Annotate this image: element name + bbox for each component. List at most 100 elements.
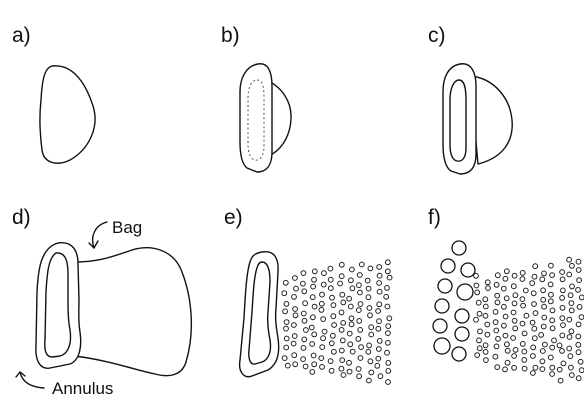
droplet <box>377 289 382 294</box>
droplet <box>568 354 573 359</box>
droplet <box>501 286 506 291</box>
panel-d: d) Bag Annulus <box>12 206 191 398</box>
droplet <box>292 323 297 328</box>
droplet <box>311 315 316 320</box>
droplet-cloud <box>474 257 584 383</box>
droplet <box>504 269 509 274</box>
droplet <box>366 286 371 291</box>
droplet <box>521 303 526 308</box>
droplet <box>348 304 353 309</box>
droplet <box>367 343 372 348</box>
panel-b-label: b) <box>221 24 240 47</box>
droplet <box>282 356 287 361</box>
droplet <box>376 356 381 361</box>
droplet <box>503 367 508 372</box>
bag-shape <box>40 66 95 163</box>
droplet <box>540 367 545 372</box>
panel-f-label: f) <box>428 206 441 229</box>
droplet <box>474 283 479 288</box>
droplet <box>341 373 346 378</box>
droplet <box>375 363 380 368</box>
droplet <box>384 294 389 299</box>
droplet <box>339 262 344 267</box>
droplet <box>368 313 373 318</box>
droplet <box>328 286 333 291</box>
droplet <box>483 313 488 318</box>
droplet <box>304 328 309 333</box>
droplet <box>350 267 355 272</box>
droplet <box>347 369 352 374</box>
droplet <box>377 265 382 270</box>
droplet <box>328 359 333 364</box>
droplet <box>340 292 345 297</box>
droplet <box>505 348 510 353</box>
droplet <box>477 311 482 316</box>
droplet <box>579 368 584 373</box>
droplet <box>542 315 547 320</box>
panel-c-label: c) <box>428 24 446 47</box>
droplet <box>386 380 391 385</box>
droplet <box>502 323 507 328</box>
droplet <box>357 319 362 324</box>
droplet <box>494 328 499 333</box>
droplet <box>340 358 345 363</box>
droplet <box>503 314 508 319</box>
droplet <box>349 322 354 327</box>
droplet <box>504 296 509 301</box>
droplet-cloud <box>282 260 392 385</box>
droplet <box>567 346 572 351</box>
droplet <box>568 293 573 298</box>
droplet <box>348 342 353 347</box>
droplet <box>533 365 538 370</box>
droplet <box>520 321 525 326</box>
droplet <box>368 359 373 364</box>
droplet <box>385 304 390 309</box>
droplet <box>350 286 355 291</box>
droplet <box>376 309 381 314</box>
droplet <box>494 344 499 349</box>
droplet <box>511 336 516 341</box>
droplet <box>357 374 362 379</box>
droplet <box>548 282 553 287</box>
droplet <box>319 301 324 306</box>
droplet <box>523 288 528 293</box>
droplet <box>475 290 480 295</box>
droplet <box>477 346 482 351</box>
droplet <box>533 311 538 316</box>
droplet <box>285 363 290 368</box>
droplet <box>377 302 382 307</box>
large-droplet <box>455 327 469 341</box>
droplet <box>579 315 584 320</box>
droplet <box>301 357 306 362</box>
droplet <box>338 281 343 286</box>
droplet <box>549 292 554 297</box>
droplet <box>577 278 582 283</box>
droplet <box>561 288 566 293</box>
droplet <box>319 308 324 313</box>
droplet <box>483 304 488 309</box>
droplet <box>312 332 317 337</box>
droplet <box>539 333 544 338</box>
droplet <box>386 369 391 374</box>
droplet <box>303 364 308 369</box>
droplet <box>331 303 336 308</box>
droplet <box>330 295 335 300</box>
droplet <box>301 281 306 286</box>
annulus-outer <box>240 64 272 172</box>
droplet <box>356 367 361 372</box>
large-droplet <box>457 284 473 300</box>
droplet <box>476 300 481 305</box>
droplet <box>550 273 555 278</box>
droplet <box>511 310 516 315</box>
droplet <box>512 273 517 278</box>
droplet <box>522 331 527 336</box>
droplet <box>369 325 374 330</box>
droplet <box>376 347 381 352</box>
droplet <box>550 326 555 331</box>
droplet <box>366 349 371 354</box>
droplet <box>503 333 508 338</box>
droplet <box>512 354 517 359</box>
droplet <box>284 326 289 331</box>
droplet <box>483 350 488 355</box>
droplet <box>549 263 554 268</box>
